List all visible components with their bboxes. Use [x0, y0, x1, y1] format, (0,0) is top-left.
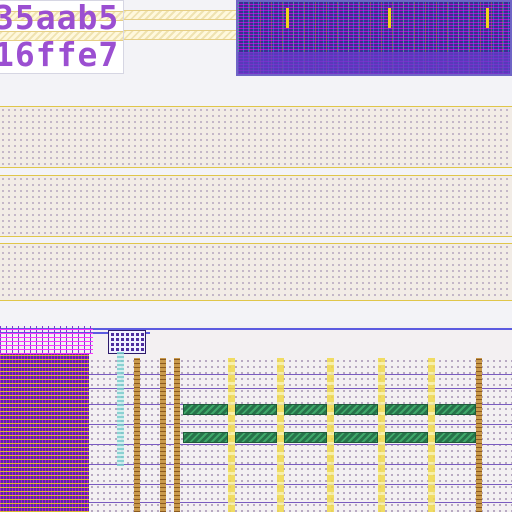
- fill-band-1[interactable]: [0, 106, 512, 168]
- hex-label-region: 35aab5 16ffe7: [0, 0, 124, 74]
- tap-column: [174, 358, 180, 512]
- hatch-stripe: [0, 11, 123, 21]
- row-rail: [89, 424, 512, 425]
- row-rail: [89, 374, 512, 375]
- left-routing-header: [0, 326, 93, 354]
- green-fill-bar: [235, 432, 277, 443]
- fill-band-2[interactable]: [0, 175, 512, 237]
- tap-column: [160, 358, 166, 512]
- bottom-cell-row-region: [0, 326, 512, 512]
- row-rail: [89, 502, 512, 503]
- green-fill-bar: [334, 404, 378, 415]
- green-fill-bar: [284, 404, 327, 415]
- green-fill-bar: [435, 432, 476, 443]
- green-fill-bar: [235, 404, 277, 415]
- teal-probe-column: [117, 352, 124, 466]
- green-fill-bar: [435, 404, 476, 415]
- blue-route-line: [0, 328, 512, 330]
- green-fill-bar: [183, 404, 228, 415]
- row-rail: [89, 484, 512, 485]
- green-fill-bar: [385, 404, 428, 415]
- green-fill-bar: [385, 432, 428, 443]
- tap-column: [476, 358, 482, 512]
- fill-band-3[interactable]: [0, 243, 512, 301]
- dense-cell-block-left[interactable]: [0, 354, 89, 512]
- power-strap: [277, 358, 284, 512]
- row-rail: [89, 444, 512, 445]
- power-strap: [228, 358, 235, 512]
- power-strap: [378, 358, 385, 512]
- dense-cell-block-top[interactable]: [236, 0, 512, 76]
- green-fill-bar: [284, 432, 327, 443]
- hex-label-1: 35aab5: [0, 0, 120, 37]
- green-fill-bar: [334, 432, 378, 443]
- yellow-marker: [486, 8, 489, 28]
- row-rail: [89, 464, 512, 465]
- hatch-stripe: [124, 30, 236, 40]
- yellow-marker: [388, 8, 391, 28]
- via-array-block[interactable]: [108, 330, 146, 354]
- power-strap: [428, 358, 435, 512]
- hex-label-2: 16ffe7: [0, 35, 120, 74]
- power-strap: [327, 358, 334, 512]
- yellow-marker: [286, 8, 289, 28]
- cell-routing-pattern: [238, 52, 510, 74]
- green-fill-bar: [183, 432, 228, 443]
- hatch-stripe: [124, 10, 236, 20]
- tap-column: [134, 358, 140, 512]
- row-rail: [89, 388, 512, 389]
- hatch-stripe: [0, 31, 123, 41]
